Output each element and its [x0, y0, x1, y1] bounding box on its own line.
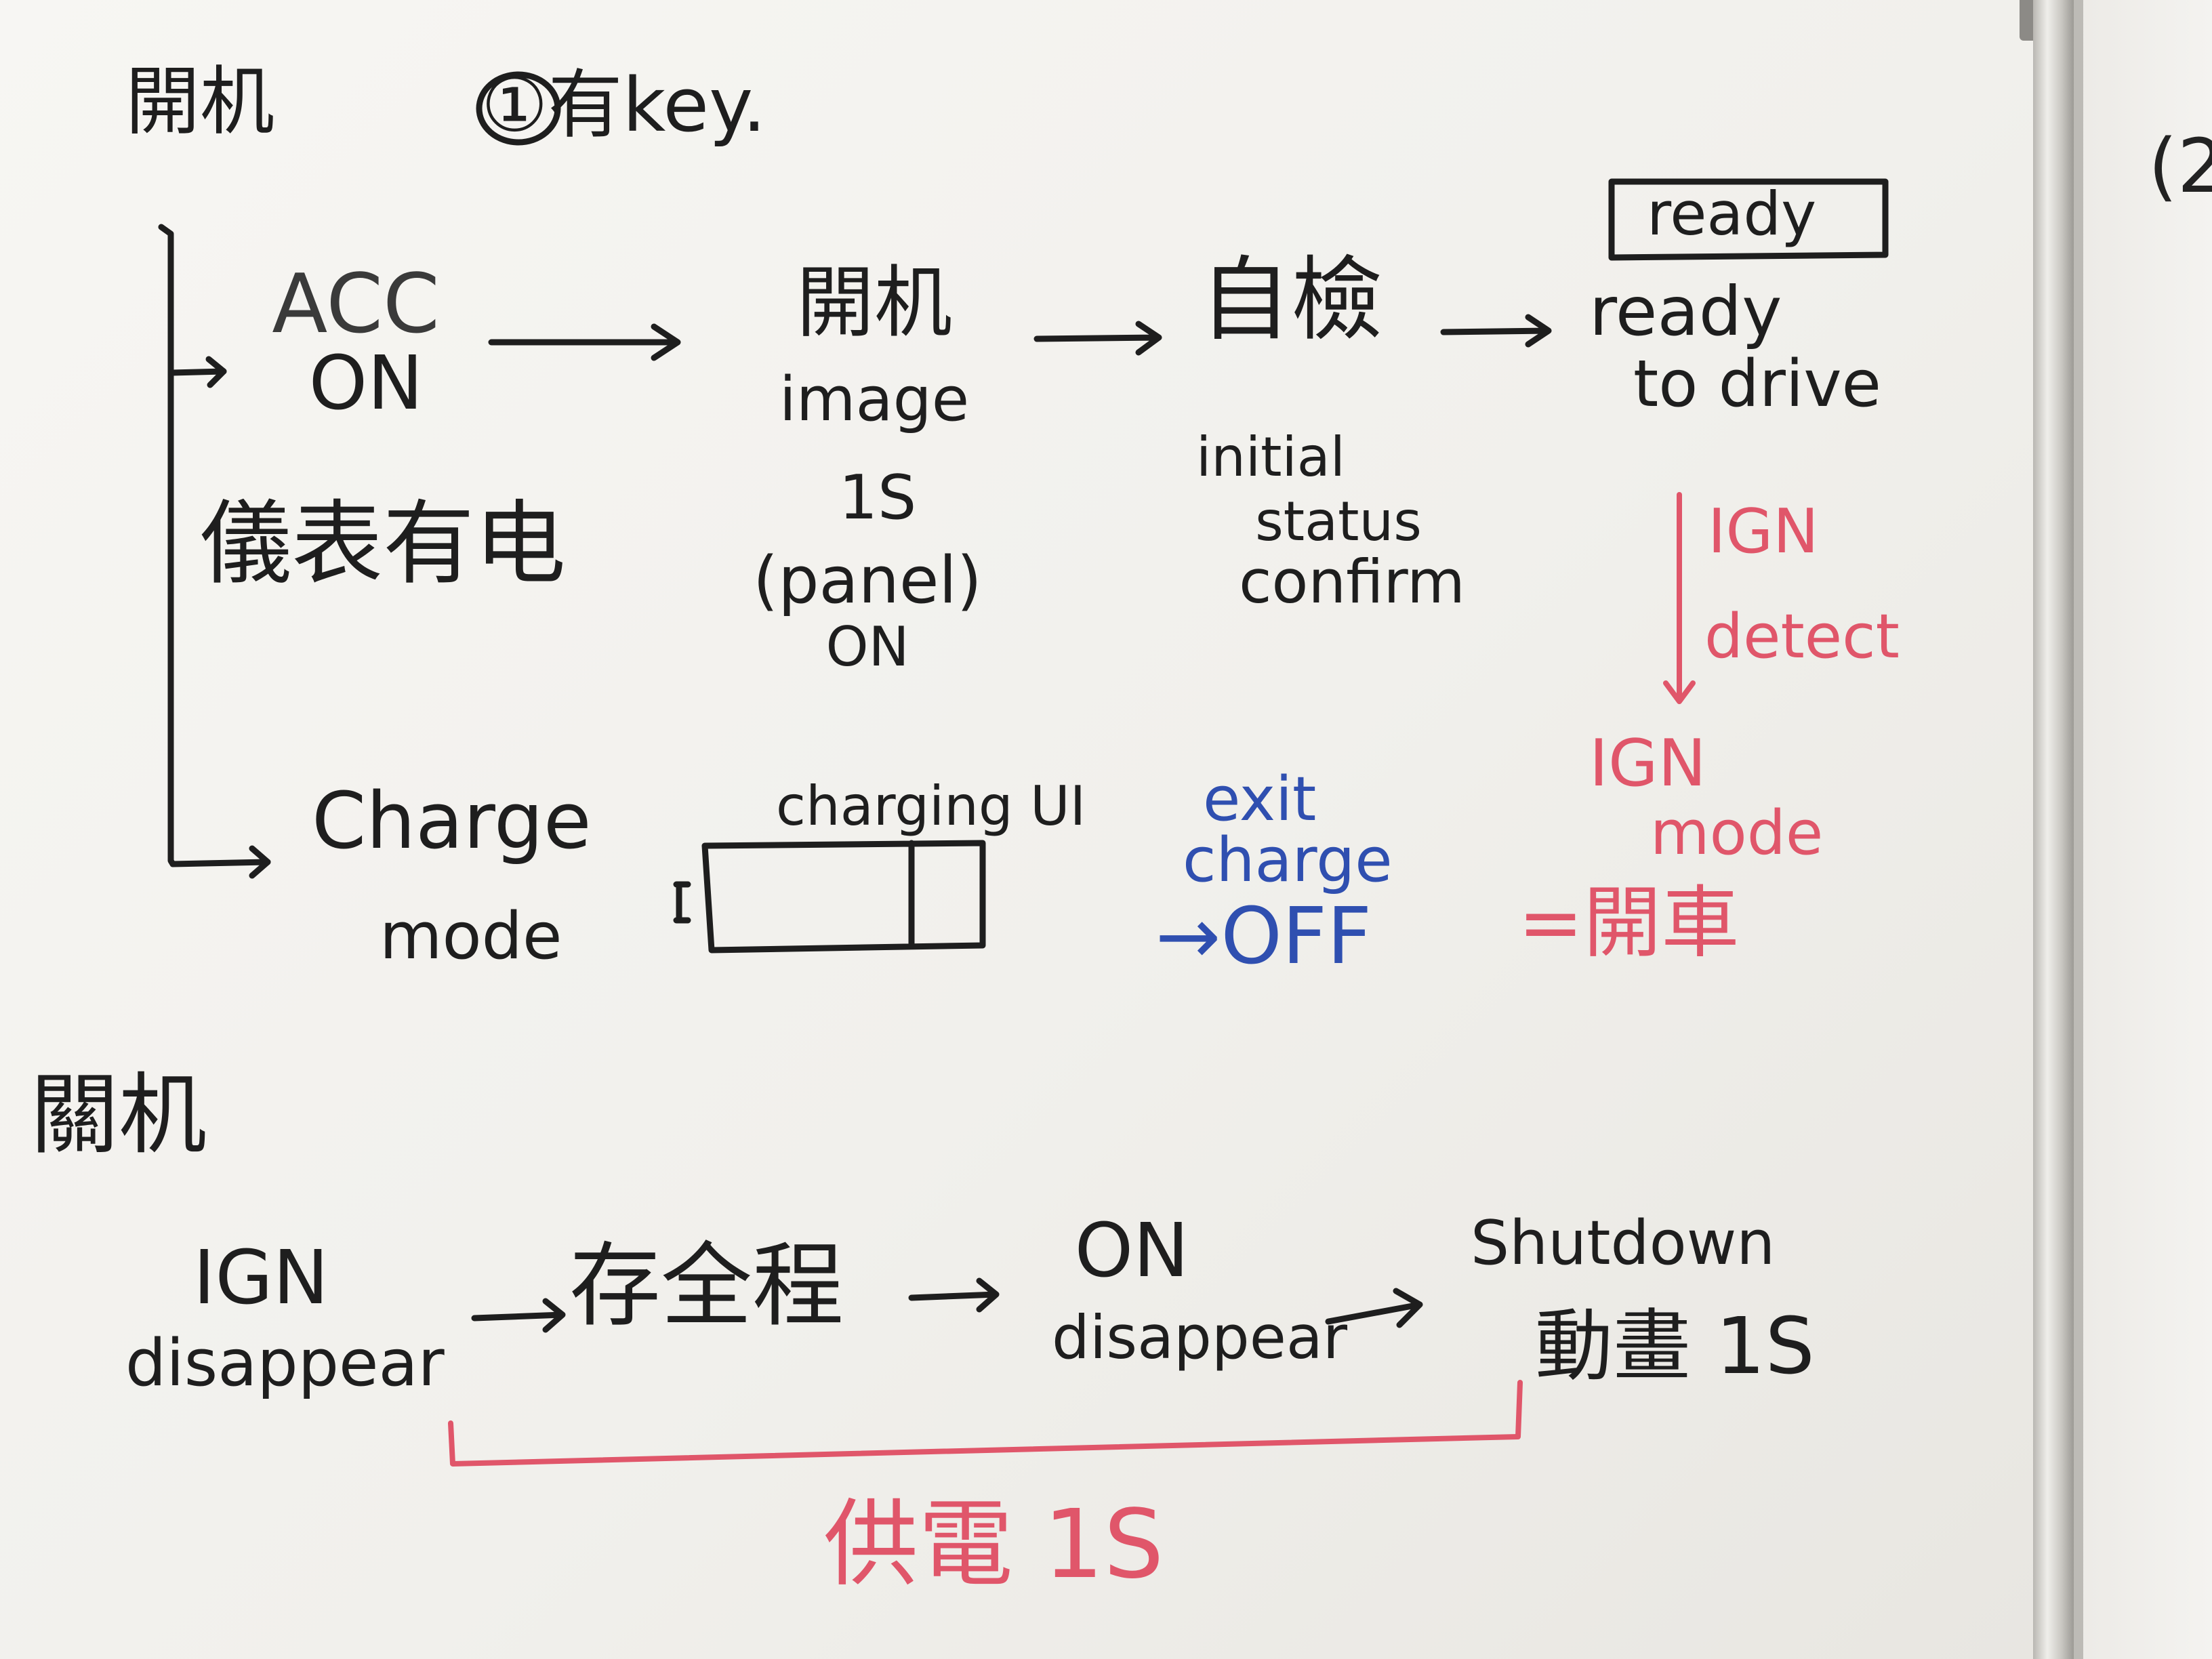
save-process-text: 存全程 — [569, 1233, 844, 1339]
on-disappear-line1: ON — [1074, 1207, 1189, 1294]
acc-on-line2: ON — [308, 340, 424, 426]
exit-charge-line1: exit — [1203, 764, 1317, 835]
case-key-label: ①有key. — [481, 62, 766, 148]
self-check-text: 自檢 — [1200, 247, 1382, 353]
ign-mode-line1: IGN — [1589, 726, 1706, 801]
charging-ui-battery — [701, 840, 986, 954]
ign-disappear-line1: IGN — [193, 1234, 329, 1321]
boot-image-line3: 1S — [838, 462, 917, 533]
power-off-title: 關机 — [30, 1063, 207, 1166]
whiteboard — [0, 0, 2060, 1659]
acc-on-line1: ACC — [272, 258, 440, 352]
bracket-to-charge-arrowhead — [249, 845, 271, 879]
ign-mode-line2: mode — [1650, 798, 1824, 869]
boot-image-line1: 開机 — [796, 258, 953, 348]
ink-strokes — [158, 71, 1889, 1467]
adjacent-whiteboard — [2074, 0, 2212, 1659]
supply-power-text: 供電 1S — [823, 1490, 1164, 1600]
ign-disappear-line2: disappear — [125, 1326, 445, 1401]
initial-status-line3: confirm — [1239, 547, 1465, 617]
power-on-title: 開机 — [125, 58, 274, 145]
shutdown-anim-line2: 動畫 1S — [1535, 1301, 1815, 1392]
meter-power-text: 儀表有电 — [200, 491, 566, 597]
bracket-to-acc-arrow — [167, 368, 227, 376]
boot-image-line5: ON — [825, 615, 909, 678]
supply-power-bracket — [448, 1380, 1523, 1467]
ready-to-drive-line1: ready — [1589, 272, 1782, 351]
ign-detect-line1: IGN — [1708, 496, 1819, 567]
charge-mode-line2: mode — [380, 899, 562, 974]
initial-status-line2: status — [1255, 490, 1422, 553]
ign-mode-line3: =開車 — [1518, 878, 1740, 968]
charging-ui-label: charging UI — [776, 775, 1086, 838]
arrow-check-to-ready — [1440, 314, 1552, 348]
boot-image-line4: (panel) — [753, 544, 982, 618]
charge-mode-line1: Charge — [312, 776, 592, 867]
ready-box-text: ready — [1647, 179, 1817, 249]
arrow-ign-to-save — [471, 1298, 566, 1333]
battery-terminal — [673, 881, 691, 924]
ign-detect-line2: detect — [1704, 601, 1900, 672]
flow-bracket — [158, 224, 271, 867]
shutdown-anim-line1: Shutdown — [1471, 1208, 1776, 1279]
adjacent-whiteboard-frame — [2074, 0, 2083, 1659]
arrow-ready-to-ign — [1663, 492, 1696, 704]
arrow-acc-to-boot — [488, 323, 681, 361]
adjacent-board-text: (2 — [2148, 123, 2212, 209]
exit-charge-line3: →OFF — [1155, 891, 1372, 982]
initial-status-line1: initial — [1196, 426, 1345, 489]
arrow-save-to-on — [908, 1277, 1000, 1313]
boot-image-line2: image — [779, 364, 970, 435]
case-number-circle — [476, 71, 561, 146]
on-disappear-line2: disappear — [1051, 1303, 1348, 1372]
exit-charge-line2: charge — [1183, 825, 1393, 896]
ready-box-outline — [1608, 178, 1889, 261]
arrow-on-to-shutdown — [1325, 1288, 1423, 1328]
whiteboard-frame-right — [2033, 0, 2074, 1659]
arrow-boot-to-check — [1033, 321, 1162, 356]
ready-to-drive-line2: to drive — [1633, 347, 1881, 422]
